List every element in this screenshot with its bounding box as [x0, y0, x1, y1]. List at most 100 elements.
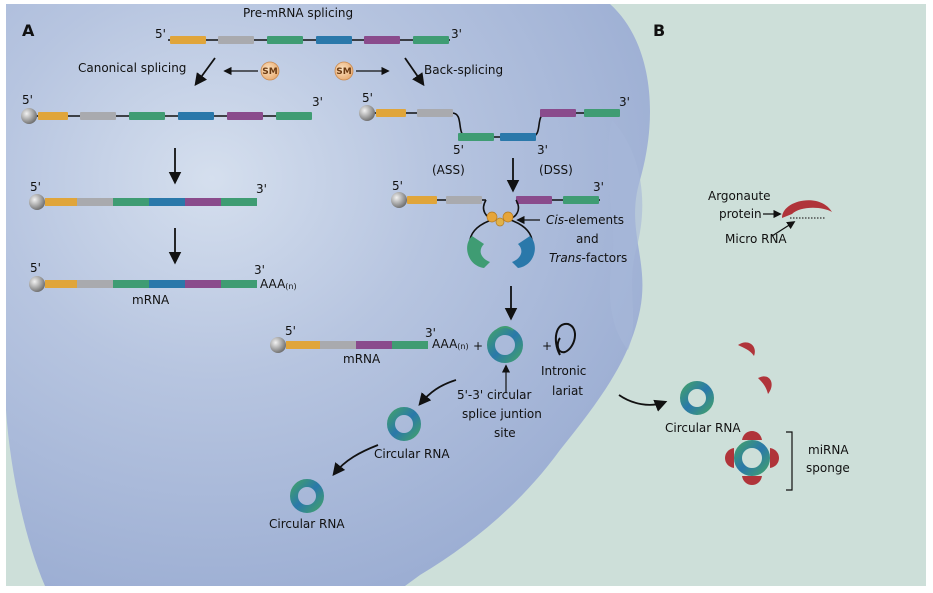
argonaute-label-1: Argonaute	[708, 189, 771, 203]
bs-1-5prime: 5'	[362, 91, 373, 105]
splicing-factor-dot	[486, 211, 498, 223]
exon	[149, 280, 185, 288]
exon	[376, 109, 406, 117]
canonical-splicing-label: Canonical splicing	[78, 61, 186, 75]
exon	[185, 280, 221, 288]
argonaute-label-2: protein	[719, 207, 762, 221]
exon	[185, 198, 221, 206]
exon	[267, 36, 303, 44]
exon	[80, 112, 116, 120]
back-splicing-label: Back-splicing	[424, 63, 503, 77]
mirna-sponge-complex	[725, 431, 779, 485]
lariat-exon-left	[467, 236, 490, 268]
plus-sign-2: +	[542, 339, 552, 353]
junction-label-3: site	[494, 426, 516, 440]
exon	[446, 196, 482, 204]
cap-sphere	[359, 105, 375, 121]
junction-label-2: splice juntion	[462, 407, 542, 421]
mirna-sponge-label-2: sponge	[806, 461, 850, 475]
circular-rna-nascent	[487, 326, 523, 363]
canonical-strand-1	[21, 108, 312, 124]
sponge-bracket	[786, 431, 793, 491]
canonical-mrna-label: mRNA	[132, 293, 170, 307]
center-mrna-3prime: 3'	[425, 326, 436, 340]
exon	[407, 196, 437, 204]
exon	[178, 112, 214, 120]
exon	[221, 280, 257, 288]
exon	[221, 198, 257, 206]
arrow-to-canonical	[194, 57, 216, 87]
exon	[129, 112, 165, 120]
lariat-3prime: 3'	[593, 180, 604, 194]
canonical-2-5prime: 5'	[30, 180, 41, 194]
dss-label: (DSS)	[539, 163, 573, 177]
exon	[113, 198, 149, 206]
exon	[320, 341, 356, 349]
exon	[417, 109, 453, 117]
nucleus-shape	[6, 4, 650, 586]
exon	[77, 198, 113, 206]
argonaute-floating-1	[738, 342, 755, 356]
cap-sphere	[21, 108, 37, 124]
bs-junction-5prime: 5'	[453, 143, 464, 157]
panel-label-a: A	[22, 21, 35, 40]
exon	[113, 280, 149, 288]
cap-sphere	[29, 276, 45, 292]
cis-elements-label: Cis-elements	[546, 213, 624, 227]
arrow-to-backsplicing	[404, 57, 425, 87]
microrna-pointer-arrow	[771, 221, 796, 237]
lariat-formation	[391, 192, 600, 268]
center-mrna-5prime: 5'	[285, 324, 296, 338]
junction-label-1: 5'-3' circular	[457, 388, 532, 402]
intronic-lariat-shape	[554, 322, 576, 356]
lariat-exon-right	[512, 236, 535, 268]
circular-rna-label-3: Circular RNA	[665, 421, 741, 435]
intronic-lariat-label-1: Intronic	[541, 364, 586, 378]
exon	[45, 280, 77, 288]
canonical-1-5prime: 5'	[22, 93, 33, 107]
bs-1-3prime: 3'	[619, 95, 630, 109]
exon	[170, 36, 206, 44]
back-splicing-strand	[359, 105, 620, 141]
arrow-export-2	[332, 444, 379, 476]
circular-rna-2	[290, 479, 324, 513]
exon	[38, 112, 68, 120]
circular-rna-1	[387, 407, 421, 441]
canonical-1-3prime: 3'	[312, 95, 323, 109]
sm-badge-right	[334, 61, 354, 81]
exon	[364, 36, 400, 44]
and-label: and	[576, 232, 599, 246]
pre-mrna-strand	[168, 36, 450, 44]
plus-sign-1: +	[473, 339, 483, 353]
mirna-sponge-label-1: miRNA	[808, 443, 849, 457]
exon	[413, 36, 449, 44]
center-mrna-strand	[270, 337, 428, 353]
circular-rna-label-2: Circular RNA	[269, 517, 345, 531]
canonical-mrna-strand	[29, 276, 257, 292]
arrow-export-1	[418, 379, 457, 406]
exon	[316, 36, 352, 44]
intronic-lariat-label-2: lariat	[552, 384, 583, 398]
canonical-mrna-3prime: 3'	[254, 263, 265, 277]
arrow-to-cytoplasm	[618, 394, 668, 412]
sm-badge-right-text: SM	[336, 67, 351, 77]
exon	[540, 109, 576, 117]
exon	[500, 133, 536, 141]
exon	[516, 196, 552, 204]
argonaute-protein	[782, 200, 832, 219]
splicing-factor-dot	[495, 217, 505, 227]
cap-sphere	[391, 192, 407, 208]
bs-junction-3prime: 3'	[537, 143, 548, 157]
circular-rna-label-1: Circular RNA	[374, 447, 450, 461]
splicing-factor-dot	[502, 211, 514, 223]
exon	[584, 109, 620, 117]
panel-label-b: B	[653, 21, 665, 40]
exon	[286, 341, 320, 349]
canonical-strand-2	[29, 194, 257, 210]
sm-badge-left	[260, 61, 280, 81]
exon	[563, 196, 599, 204]
canonical-2-3prime: 3'	[256, 182, 267, 196]
exon	[276, 112, 312, 120]
exon	[45, 198, 77, 206]
